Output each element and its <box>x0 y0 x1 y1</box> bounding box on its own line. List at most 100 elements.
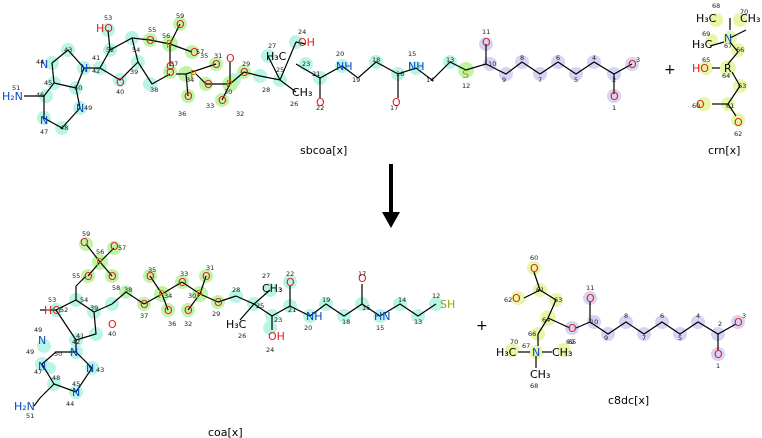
svg-text:N: N <box>724 32 732 45</box>
svg-text:16: 16 <box>396 70 404 78</box>
svg-text:2: 2 <box>612 76 616 84</box>
svg-text:O: O <box>146 270 155 283</box>
svg-text:N: N <box>532 346 540 359</box>
svg-text:29: 29 <box>212 310 220 318</box>
svg-text:23: 23 <box>274 316 282 324</box>
svg-text:43: 43 <box>64 46 72 54</box>
svg-text:35: 35 <box>200 52 208 60</box>
svg-text:25: 25 <box>256 302 264 310</box>
svg-text:16: 16 <box>362 304 370 312</box>
svg-text:HO: HO <box>692 62 709 75</box>
svg-text:N: N <box>40 114 48 127</box>
svg-text:O: O <box>140 298 149 311</box>
svg-text:N: N <box>72 386 80 399</box>
svg-text:67: 67 <box>724 42 732 50</box>
svg-text:8: 8 <box>624 312 628 320</box>
svg-text:5: 5 <box>574 76 578 84</box>
svg-text:P: P <box>196 288 203 301</box>
svg-text:O: O <box>696 98 705 111</box>
svg-text:R: R <box>724 62 732 75</box>
svg-text:H₃C: H₃C <box>692 38 713 51</box>
svg-text:8: 8 <box>520 54 524 62</box>
svg-text:17: 17 <box>358 270 366 278</box>
svg-text:CH₃: CH₃ <box>552 346 572 359</box>
svg-text:14: 14 <box>398 296 406 304</box>
svg-text:69: 69 <box>566 338 574 346</box>
svg-text:P: P <box>158 288 165 301</box>
svg-text:O: O <box>202 270 211 283</box>
svg-text:37: 37 <box>170 60 178 68</box>
reaction-arrow <box>382 164 400 228</box>
svg-text:N: N <box>38 360 46 373</box>
svg-text:O: O <box>146 34 155 47</box>
svg-text:33: 33 <box>206 102 214 110</box>
svg-text:44: 44 <box>66 400 74 408</box>
svg-text:24: 24 <box>298 28 306 36</box>
svg-text:23: 23 <box>302 60 310 68</box>
svg-text:70: 70 <box>740 8 748 16</box>
svg-text:O: O <box>84 270 93 283</box>
svg-text:31: 31 <box>206 264 214 272</box>
svg-text:S: S <box>462 68 469 81</box>
svg-text:11: 11 <box>586 284 594 292</box>
svg-text:52: 52 <box>106 46 114 54</box>
molecule-coa: O O P O O HO O N N N N N H₂N O O P O O P… <box>14 230 455 438</box>
svg-text:27: 27 <box>268 42 276 50</box>
svg-text:55: 55 <box>72 272 80 280</box>
svg-text:57: 57 <box>196 48 204 56</box>
svg-text:59: 59 <box>82 230 90 238</box>
svg-text:11: 11 <box>482 28 490 36</box>
svg-text:6: 6 <box>556 54 560 62</box>
svg-text:67: 67 <box>522 342 530 350</box>
svg-text:O: O <box>116 76 125 89</box>
svg-text:O: O <box>512 292 521 305</box>
svg-text:12: 12 <box>432 292 440 300</box>
svg-text:P: P <box>96 256 103 269</box>
svg-text:42: 42 <box>92 67 100 75</box>
svg-text:O: O <box>108 318 117 331</box>
svg-text:56: 56 <box>162 32 170 40</box>
svg-text:38: 38 <box>124 286 132 294</box>
svg-text:13: 13 <box>414 318 422 326</box>
svg-text:61: 61 <box>726 102 734 110</box>
svg-text:33: 33 <box>180 270 188 278</box>
svg-text:19: 19 <box>322 296 330 304</box>
svg-text:O: O <box>218 94 227 107</box>
svg-text:1: 1 <box>612 104 616 112</box>
svg-text:40: 40 <box>116 88 124 96</box>
svg-text:CH₃: CH₃ <box>262 282 282 295</box>
svg-text:P: P <box>226 78 233 91</box>
svg-text:1: 1 <box>716 362 720 370</box>
svg-text:63: 63 <box>738 82 746 90</box>
svg-text:59: 59 <box>176 12 184 20</box>
svg-text:34: 34 <box>186 76 194 84</box>
svg-text:48: 48 <box>52 374 60 382</box>
svg-text:4: 4 <box>696 312 700 320</box>
svg-text:3: 3 <box>742 312 746 320</box>
svg-text:O: O <box>628 58 637 71</box>
svg-text:13: 13 <box>446 56 454 64</box>
svg-text:O: O <box>240 66 249 79</box>
svg-text:25: 25 <box>276 66 284 74</box>
svg-text:2: 2 <box>718 320 722 328</box>
svg-text:58: 58 <box>112 284 120 292</box>
svg-text:21: 21 <box>288 306 296 314</box>
caption-sbcoa: sbcoa[x] <box>300 144 347 157</box>
svg-text:32: 32 <box>236 110 244 118</box>
svg-text:O: O <box>286 276 295 289</box>
svg-text:NH: NH <box>306 310 323 323</box>
svg-text:50: 50 <box>54 350 62 358</box>
svg-text:66: 66 <box>528 330 536 338</box>
svg-text:53: 53 <box>104 14 112 22</box>
svg-text:N: N <box>38 334 46 347</box>
svg-text:O: O <box>568 322 577 335</box>
svg-text:12: 12 <box>462 82 470 90</box>
caption-c8dc: c8dc[x] <box>608 394 649 407</box>
svg-text:14: 14 <box>426 76 434 84</box>
svg-text:27: 27 <box>262 272 270 280</box>
